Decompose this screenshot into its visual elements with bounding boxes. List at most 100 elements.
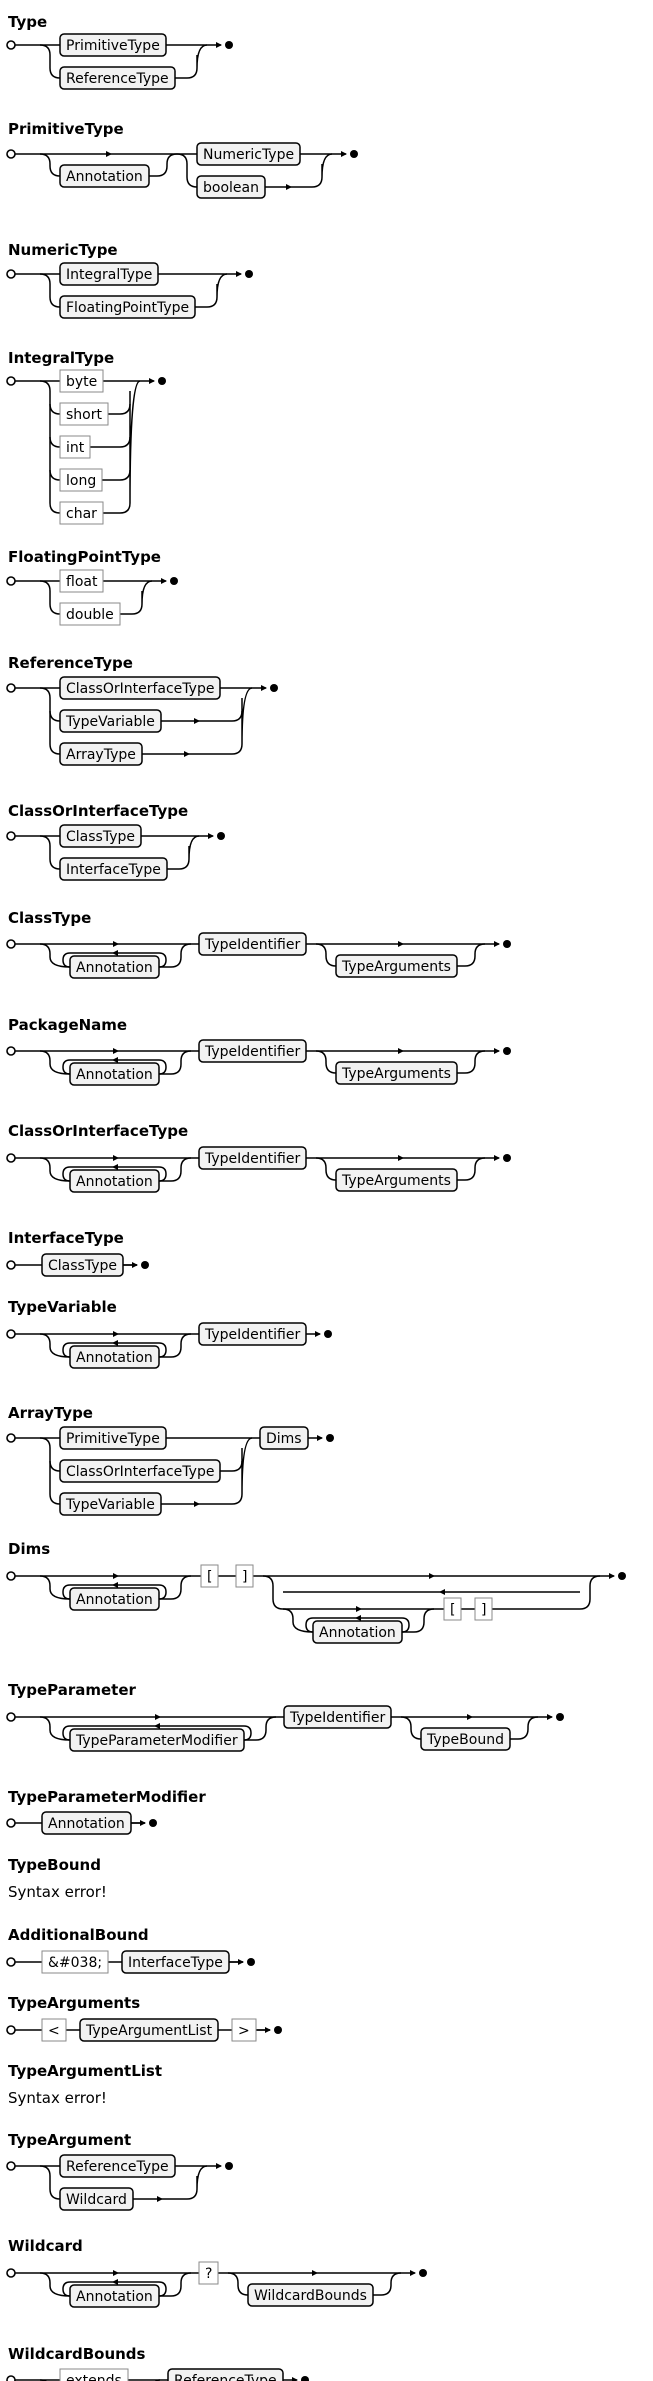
nonterminal-optional-wildcardbounds[interactable]: WildcardBounds xyxy=(247,2283,374,2307)
nonterminal-label: ReferenceType xyxy=(66,71,169,87)
nonterminal-box xyxy=(59,1426,167,1450)
nonterminal-wildcard-option-second[interactable]: Wildcard xyxy=(59,2187,134,2211)
loop-back-arrow-icon xyxy=(154,1723,160,1729)
loop-back-arrow-icon xyxy=(112,1582,118,1588)
nonterminal-typeidentifier[interactable]: TypeIdentifier xyxy=(198,1146,307,1170)
nonterminal-typeidentifier[interactable]: TypeIdentifier xyxy=(283,1705,392,1729)
terminal-box xyxy=(41,2018,67,2042)
nonterminal-loop-annotation[interactable]: Annotation xyxy=(69,955,160,979)
forward-arrow-icon xyxy=(315,1331,321,1337)
nonterminal-referencetype[interactable]: ReferenceType xyxy=(167,2368,284,2381)
nonterminal-label: Annotation xyxy=(76,1592,153,1608)
nonterminal-optional-annotation[interactable]: Annotation xyxy=(59,164,150,188)
nonterminal-box xyxy=(59,1492,162,1516)
nonterminal-interfacetype[interactable]: InterfaceType xyxy=(121,1950,230,1974)
nonterminal-interfacetype-option-second[interactable]: InterfaceType xyxy=(59,857,168,881)
start-circle-icon xyxy=(6,1260,16,1270)
nonterminal-classorinterfacetype-option-first[interactable]: ClassOrInterfaceType xyxy=(59,676,221,700)
nonterminal-label: TypeArguments xyxy=(341,1173,451,1189)
end-dot-icon xyxy=(326,1434,334,1442)
terminal-close-bracket: ] xyxy=(235,1564,254,1588)
forward-arrow-icon xyxy=(292,2377,298,2381)
nonterminal-box xyxy=(420,1727,511,1751)
nonterminal-loop-annotation[interactable]: Annotation xyxy=(312,1620,403,1644)
nonterminal-typeidentifier[interactable]: TypeIdentifier xyxy=(198,1039,307,1063)
nonterminal-label: TypeArguments xyxy=(341,959,451,975)
nonterminal-dims[interactable]: Dims xyxy=(259,1426,309,1450)
nonterminal-referencetype-option-second[interactable]: ReferenceType xyxy=(59,66,176,90)
nonterminal-annotation[interactable]: Annotation xyxy=(41,1811,132,1835)
nonterminal-box xyxy=(59,709,162,733)
terminal-box xyxy=(231,2018,257,2042)
nonterminal-typeidentifier[interactable]: TypeIdentifier xyxy=(198,1322,307,1346)
nonterminal-integraltype-option-first[interactable]: IntegralType xyxy=(59,262,159,286)
terminal-box xyxy=(59,569,104,593)
forward-arrow-icon xyxy=(265,2027,271,2033)
nonterminal-arraytype-option-third[interactable]: ArrayType xyxy=(59,742,143,766)
terminal-box xyxy=(235,1564,254,1588)
nonterminal-box xyxy=(69,1587,160,1611)
nonterminal-loop-annotation[interactable]: Annotation xyxy=(69,2284,160,2308)
terminal-box xyxy=(59,602,121,626)
forward-arrow-icon xyxy=(398,1048,404,1054)
nonterminal-optional-typearguments[interactable]: TypeArguments xyxy=(335,1061,458,1085)
start-circle-icon xyxy=(6,1433,16,1443)
rule-title: PackageName xyxy=(8,1016,127,1034)
start-circle-icon xyxy=(6,2375,16,2381)
end-dot-icon xyxy=(225,2162,233,2170)
nonterminal-boolean-option-second[interactable]: boolean xyxy=(196,175,266,199)
nonterminal-box xyxy=(69,1062,160,1086)
nonterminal-loop-annotation[interactable]: Annotation xyxy=(69,1062,160,1086)
end-dot-icon xyxy=(274,2026,282,2034)
track-lines xyxy=(15,380,154,514)
nonterminal-referencetype-option-first[interactable]: ReferenceType xyxy=(59,2154,176,2178)
nonterminal-optional-typearguments[interactable]: TypeArguments xyxy=(335,954,458,978)
start-circle-icon xyxy=(6,1571,16,1581)
terminal-label: byte xyxy=(66,374,97,390)
end-dot-icon xyxy=(503,1047,511,1055)
nonterminal-classtype-option-first[interactable]: ClassType xyxy=(59,824,142,848)
nonterminal-loop-annotation[interactable]: Annotation xyxy=(69,1169,160,1193)
nonterminal-typeidentifier[interactable]: TypeIdentifier xyxy=(198,932,307,956)
nonterminal-typevariable-option-third[interactable]: TypeVariable xyxy=(59,1492,162,1516)
rule-title: InterfaceType xyxy=(8,1229,124,1247)
nonterminal-floatingpointtype-option-second[interactable]: FloatingPointType xyxy=(59,295,196,319)
forward-arrow-icon xyxy=(356,1606,362,1612)
terminal-label: float xyxy=(66,574,98,590)
nonterminal-loop-annotation[interactable]: Annotation xyxy=(69,1587,160,1611)
rule-classorinterfacetype: ClassOrInterfaceTypeAnnotationTypeIdenti… xyxy=(6,1122,511,1193)
nonterminal-label: NumericType xyxy=(203,147,294,163)
terminal-label: char xyxy=(66,506,97,522)
forward-arrow-icon xyxy=(236,271,242,277)
nonterminal-typevariable-option-second[interactable]: TypeVariable xyxy=(59,709,162,733)
terminal-label: ] xyxy=(242,1569,247,1585)
terminal-open-bracket: [ xyxy=(200,1564,219,1588)
end-dot-icon xyxy=(324,1330,332,1338)
nonterminal-primitivetype-option-first[interactable]: PrimitiveType xyxy=(59,33,167,57)
terminal-label: long xyxy=(66,473,96,489)
nonterminal-optional-typearguments[interactable]: TypeArguments xyxy=(335,1168,458,1192)
track-lines xyxy=(15,580,166,615)
nonterminal-primitivetype-option-first[interactable]: PrimitiveType xyxy=(59,1426,167,1450)
end-dot-icon xyxy=(149,1819,157,1827)
nonterminal-numerictype-option-first[interactable]: NumericType xyxy=(196,142,301,166)
nonterminal-label: Annotation xyxy=(76,1067,153,1083)
nonterminal-box xyxy=(69,1169,160,1193)
nonterminal-classtype[interactable]: ClassType xyxy=(41,1253,124,1277)
terminal-box xyxy=(59,501,104,525)
nonterminal-optional-typebound[interactable]: TypeBound xyxy=(420,1727,511,1751)
nonterminal-classorinterfacetype-option-second[interactable]: ClassOrInterfaceType xyxy=(59,1459,221,1483)
nonterminal-label: Dims xyxy=(266,1431,302,1447)
nonterminal-loop-typeparametermodifier[interactable]: TypeParameterModifier xyxy=(69,1728,245,1752)
nonterminal-loop-annotation[interactable]: Annotation xyxy=(69,1345,160,1369)
terminal-box xyxy=(443,1597,462,1621)
rule-title: ClassType xyxy=(8,909,91,927)
rule-classorinterfacetype: ClassOrInterfaceTypeClassTypeInterfaceTy… xyxy=(6,802,225,881)
nonterminal-typeargumentlist[interactable]: TypeArgumentList xyxy=(79,2018,219,2042)
